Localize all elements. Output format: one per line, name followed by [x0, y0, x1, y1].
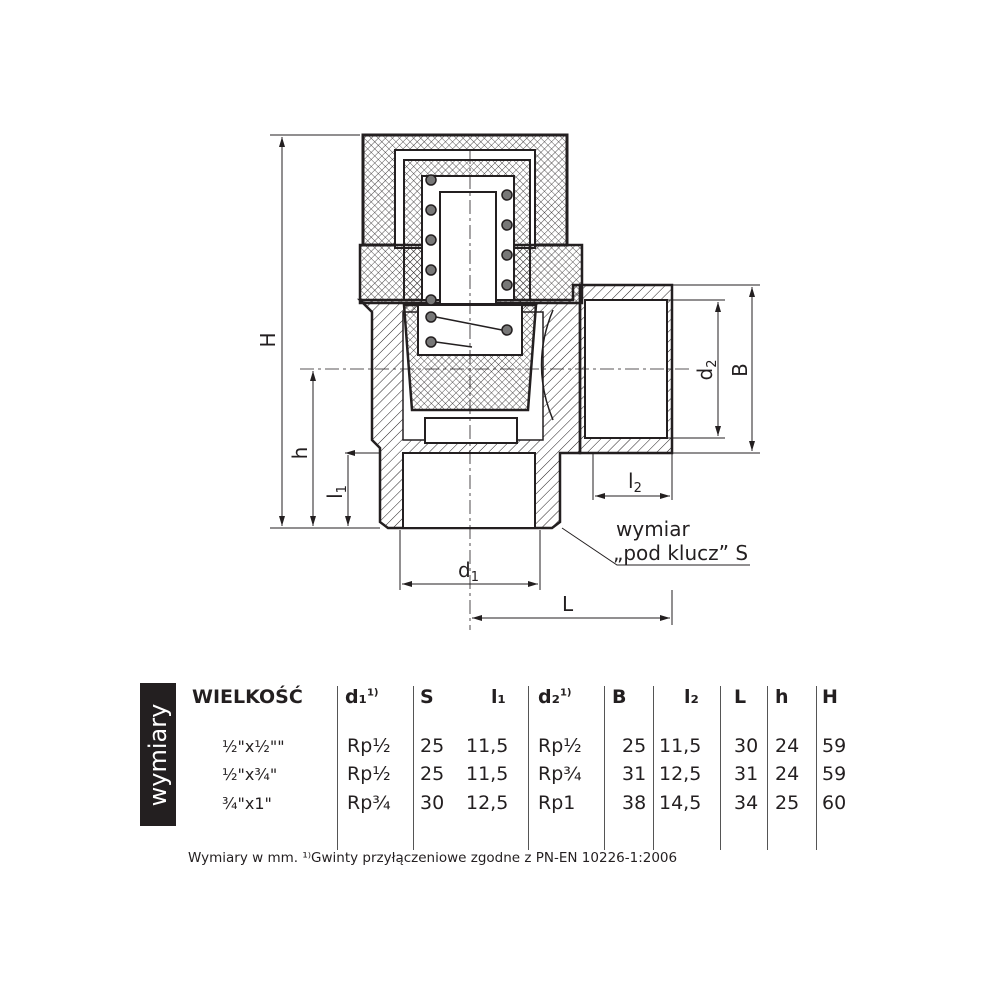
dim-H-label: H: [256, 332, 280, 347]
table-side-label: wymiary: [140, 683, 176, 826]
table-header-cell: H: [822, 686, 838, 708]
callout-wymiar: wymiar: [616, 517, 690, 541]
table-cell: 59: [822, 763, 847, 785]
table-column-divider: [337, 686, 338, 850]
header-label: WIELKOŚĆ: [192, 686, 303, 708]
table-header-cell: L: [734, 686, 746, 708]
table-cell: 12,5: [659, 763, 702, 785]
header-footnote-mark: 1): [366, 687, 379, 699]
table-cell: Rp½: [538, 735, 582, 757]
header-label: l₂: [684, 686, 699, 708]
table-cell: ½"x½"": [222, 737, 285, 756]
table-header-cell: d₁1): [345, 686, 378, 708]
table-cell: 25: [420, 763, 445, 785]
dim-l2-label: l2: [628, 469, 642, 496]
table-cell: Rp½: [347, 735, 391, 757]
header-label: H: [822, 686, 838, 708]
dim-B-label: B: [728, 363, 752, 377]
table-cell: 11,5: [466, 763, 509, 785]
table-cell: Rp¾: [347, 792, 391, 814]
table-cell: 34: [734, 792, 759, 814]
table-cell: 38: [622, 792, 647, 814]
header-label: S: [420, 686, 434, 708]
table-cell: 25: [420, 735, 445, 757]
table-cell: 25: [622, 735, 647, 757]
table-cell: 12,5: [466, 792, 509, 814]
table-cell: Rp¾: [538, 763, 582, 785]
header-label: l₁: [491, 686, 506, 708]
table-header-cell: S: [420, 686, 434, 708]
dim-l1-label: l1: [323, 485, 350, 499]
spring: [425, 174, 513, 348]
header-label: L: [734, 686, 747, 708]
table-cell: 25: [775, 792, 800, 814]
table-column-divider: [604, 686, 605, 850]
table-cell: ¾"x1": [222, 794, 272, 813]
table-cell: 14,5: [659, 792, 702, 814]
table-column-divider: [653, 686, 654, 850]
table-cell: 11,5: [466, 735, 509, 757]
table-cell: 31: [622, 763, 647, 785]
footnote: Wymiary w mm. ¹⁾Gwinty przyłączeniowe zg…: [188, 850, 678, 866]
table-column-divider: [413, 686, 414, 850]
table-header-cell: d₂1): [538, 686, 571, 708]
dimension-lines: [270, 134, 760, 625]
table-cell: 59: [822, 735, 847, 757]
table-column-divider: [528, 686, 529, 850]
dim-h-label: h: [288, 447, 312, 460]
dim-L-label: L: [562, 592, 574, 616]
header-label: B: [612, 686, 627, 708]
header-footnote-mark: 1): [559, 687, 572, 699]
table-cell: 11,5: [659, 735, 702, 757]
valve-section-drawing: H h l1 d2 B l2 d1 L wymiar „pod klucz” S: [256, 133, 760, 630]
dim-d1-label: d1: [458, 558, 479, 585]
table-column-divider: [720, 686, 721, 850]
header-label: d₂: [538, 686, 560, 708]
table-cell: 31: [734, 763, 759, 785]
dim-d2-label: d2: [693, 360, 720, 381]
table-cell: ½"x¾": [222, 765, 278, 784]
header-label: d₁: [345, 686, 367, 708]
table-cell: 30: [734, 735, 759, 757]
table-header-cell: h: [775, 686, 789, 708]
table-cell: 60: [822, 792, 847, 814]
table-column-divider: [816, 686, 817, 850]
table-cell: 24: [775, 735, 800, 757]
table-header-cell: l₂: [684, 686, 699, 708]
callout-pod-klucz: „pod klucz” S: [613, 541, 748, 565]
table-cell: 24: [775, 763, 800, 785]
table-cell: Rp1: [538, 792, 576, 814]
side-label-text: wymiary: [144, 703, 172, 806]
table-column-divider: [767, 686, 768, 850]
header-label: h: [775, 686, 789, 708]
table-cell: 30: [420, 792, 445, 814]
table-header-cell: B: [612, 686, 626, 708]
table-header-cell: WIELKOŚĆ: [192, 686, 303, 708]
table-cell: Rp½: [347, 763, 391, 785]
table-header-cell: l₁: [491, 686, 506, 708]
